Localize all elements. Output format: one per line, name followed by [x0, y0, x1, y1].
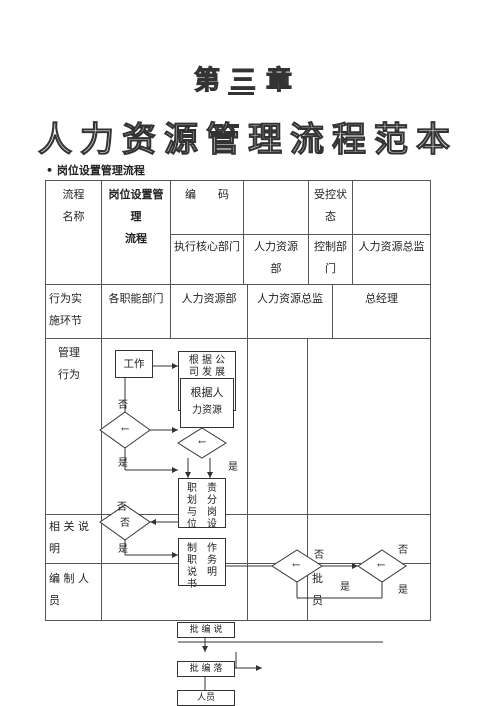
hr-dept-cell: 人力资源部 — [254, 240, 298, 275]
actor-hr-director: 人力资源总监 — [257, 292, 323, 305]
approve-cell-text: 批员 — [312, 572, 323, 607]
decision-mark-2: ← — [198, 437, 207, 448]
chapter-heading: 第三章 — [193, 66, 302, 97]
hr-director-cell: 人力资源总监 — [358, 240, 425, 253]
personnel-box: 人员 — [177, 690, 235, 706]
yes-label-5: 是 — [398, 585, 408, 596]
editor-label: 编 制 人员 — [49, 572, 89, 607]
work-box: 工作 — [115, 350, 153, 378]
decision-mark-1: ← — [121, 424, 130, 435]
actor-general-manager: 总经理 — [365, 292, 398, 305]
no-label-2: 否 — [117, 502, 127, 513]
controlled-status-label: 受控状态 — [314, 188, 347, 223]
decision-mark-4: ← — [292, 560, 301, 571]
yes-label-4: 是 — [340, 582, 350, 593]
duty-division-box: 职 划 与 位 责 分 岗 设 — [178, 478, 226, 530]
decision-diamond-2 — [177, 427, 227, 459]
job-description-box: 制 职 说 书 作 务 明 — [178, 538, 226, 590]
management-behavior-label: 管理行为 — [58, 346, 80, 381]
yes-label-1: 是 — [118, 458, 128, 469]
no-label-1: 否 — [118, 400, 128, 411]
no-label-3: 否 — [314, 550, 324, 561]
yes-label-3: 是 — [118, 544, 128, 555]
chapter-underline — [228, 92, 254, 95]
no-label-4: 否 — [398, 545, 408, 556]
related-notes-label: 相 关 说明 — [49, 520, 89, 555]
process-name-label: 流程名称 — [62, 188, 85, 223]
hr-analysis-box: 根据人 力资源 — [180, 378, 234, 428]
approve-compile-box: 批 编 说 — [177, 622, 235, 638]
section-heading: • 岗位设置管理流程 — [46, 164, 145, 177]
code-label: 编 码 — [185, 188, 229, 201]
actor-label: 行为实施环节 — [49, 292, 82, 327]
no-label-2b: 否 — [120, 518, 130, 529]
process-name-value: 岗位设置管 理 流程 — [108, 188, 164, 245]
actor-hr-dept: 人力资源部 — [181, 292, 237, 305]
approve-implement-box: 批 编 落 — [177, 661, 235, 677]
document-title: 人力资源管理流程范本 — [38, 120, 458, 161]
actor-functional-depts: 各职能部门 — [108, 292, 164, 305]
decision-mark-5: ← — [377, 560, 386, 571]
control-dept-cell: 控制部门 — [314, 240, 347, 275]
exec-dept-label: 执行核心部门 — [174, 240, 240, 253]
yes-label-2: 是 — [228, 462, 238, 473]
